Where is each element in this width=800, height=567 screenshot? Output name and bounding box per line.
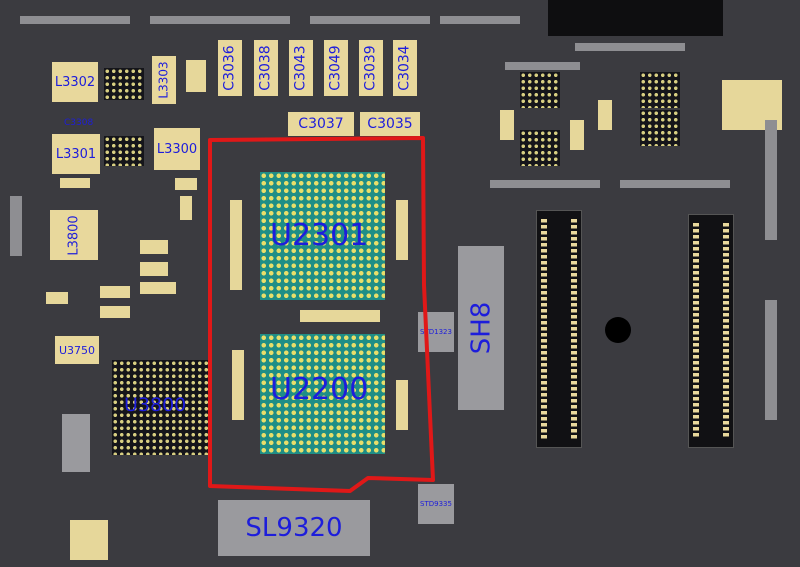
shield-sl9320: SL9320 [218, 500, 370, 556]
chip-label: U3750 [58, 343, 96, 357]
top-strip [575, 43, 685, 51]
component-block [62, 414, 90, 472]
inductor-l3303: L3303 [152, 56, 176, 104]
small-bga [520, 130, 560, 166]
edge-strip [765, 300, 777, 420]
capacitor-label: C3037 [298, 116, 344, 132]
shield-label: SL9320 [245, 513, 343, 543]
shield-sh8: SH8 [458, 246, 504, 410]
top-strip [310, 16, 430, 24]
capacitor-c3038: C3038 [254, 40, 278, 96]
inductor-l3300: L3300 [154, 128, 200, 170]
pad [186, 60, 206, 92]
small-bga [104, 68, 144, 100]
std-9335: STD9335 [418, 484, 454, 524]
small-bga [640, 110, 680, 146]
std-label: STD9335 [420, 500, 452, 508]
pad-col [230, 200, 242, 290]
pad [570, 120, 584, 150]
capacitor-c3037: C3037 [288, 112, 354, 136]
chip-u2200 [260, 334, 385, 454]
pad [60, 178, 90, 188]
chip-u3750: U3750 [55, 336, 99, 364]
top-strip [440, 16, 520, 24]
pad [598, 100, 612, 130]
pad [46, 292, 68, 304]
pad-col [396, 200, 408, 260]
pad [100, 286, 130, 298]
inductor-l3800: L3800 [50, 210, 98, 260]
strip [490, 180, 600, 188]
pad [140, 240, 168, 254]
capacitor-c3043: C3043 [289, 40, 313, 96]
edge-strip [10, 196, 22, 256]
inductor-label: L3301 [55, 146, 97, 162]
pad [500, 110, 514, 140]
pad [175, 178, 197, 190]
inductor-label: L3300 [156, 141, 198, 157]
capacitor-c3049: C3049 [324, 40, 348, 96]
inductor-l3301: L3301 [52, 134, 100, 174]
pad [70, 520, 108, 560]
board-connector-right [688, 214, 734, 448]
edge-strip [765, 120, 777, 240]
chip-u3800 [112, 360, 212, 455]
board-connector-left [536, 210, 582, 448]
pad-row [300, 310, 380, 322]
chip-u2200-label: U2200 [270, 372, 369, 407]
capacitor-label: C3035 [367, 116, 413, 132]
capacitor-c3034: C3034 [393, 40, 417, 96]
chip-u2301 [260, 172, 385, 300]
capacitor-c3035: C3035 [360, 112, 420, 136]
top-strip [20, 16, 130, 24]
pad [180, 196, 192, 220]
pad [140, 282, 176, 294]
chip-u2301-label: U2301 [270, 218, 369, 253]
std-label: STD1323 [420, 328, 452, 336]
mounting-hole [605, 317, 631, 343]
capacitor-c3036: C3036 [218, 40, 242, 96]
small-bga [520, 72, 560, 108]
pad-col [396, 380, 408, 430]
capacitor-c3039: C3039 [359, 40, 383, 96]
inductor-label: L3302 [54, 74, 96, 90]
pad [140, 262, 168, 276]
top-strip [150, 16, 290, 24]
label-c3308: C3308 [64, 118, 94, 128]
small-bga [104, 136, 144, 166]
chip-u3800-label: U3800 [124, 394, 187, 416]
top-strip [505, 62, 580, 70]
small-bga [640, 72, 680, 108]
pad [100, 306, 130, 318]
board-notch [548, 0, 723, 36]
pad-col [232, 350, 244, 420]
strip [620, 180, 730, 188]
inductor-l3302: L3302 [52, 62, 98, 102]
